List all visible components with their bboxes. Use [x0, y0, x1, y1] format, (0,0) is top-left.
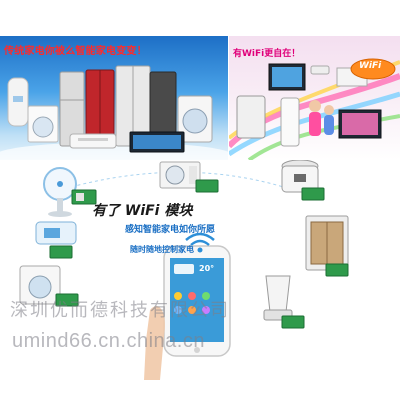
wifi-module-icon [325, 263, 349, 277]
banner-left-title: 传统家电你被么智能家电变变！ [4, 46, 147, 57]
banner-wifi-lifestyle: 有WiFi更自在！ WiFi [229, 36, 400, 160]
wifi-module-icon [55, 293, 79, 307]
blender-icon [263, 275, 293, 321]
ac-unit-icon [310, 65, 330, 75]
rice-cooker-icon [281, 160, 319, 193]
smartphone-icon [144, 245, 231, 380]
water-heater-icon [7, 77, 29, 127]
washing-machine-icon [27, 105, 59, 143]
main-subtitle: 感知智能家电如你所愿 [125, 225, 216, 235]
smart-home-illustration [19, 160, 349, 380]
wifi-badge-label: WiFi [359, 61, 382, 71]
wifi-signal-icon [185, 232, 215, 253]
electric-fan-icon [43, 167, 77, 217]
watermark-company: 深圳优而德科技有限公司 [10, 300, 230, 320]
wifi-module-icon [195, 179, 219, 193]
air-purifier-icon [280, 97, 300, 147]
main-title: 有了 WiFi 模块 [92, 203, 193, 219]
appliance-lineup-illustration [0, 65, 228, 160]
refrigerator-icon [236, 95, 266, 139]
refrigerator-icon [305, 215, 349, 271]
wifi-module-icon [49, 245, 73, 259]
control-label: 随时随地控制家电 [130, 245, 194, 254]
tv-icon [129, 131, 185, 153]
banner-traditional-appliances: 传统家电你被么智能家电变变！ [0, 36, 228, 160]
phone-temperature: 20° [199, 264, 215, 273]
wifi-module-icon [71, 189, 97, 205]
wifi-module-icon [281, 315, 305, 329]
front-loader-icon [177, 95, 213, 143]
watermark-url: umind66.cn.china.cn [12, 330, 205, 352]
air-conditioner-outdoor-icon [159, 161, 201, 189]
water-heater-icon [35, 221, 77, 245]
wifi-badge-icon [350, 58, 396, 80]
air-conditioner-icon [69, 133, 117, 149]
banner-right-title: 有WiFi更自在！ [233, 49, 301, 59]
wifi-module-icon [301, 187, 325, 201]
washing-machine-icon [19, 265, 61, 305]
lifestyle-illustration [229, 60, 400, 160]
